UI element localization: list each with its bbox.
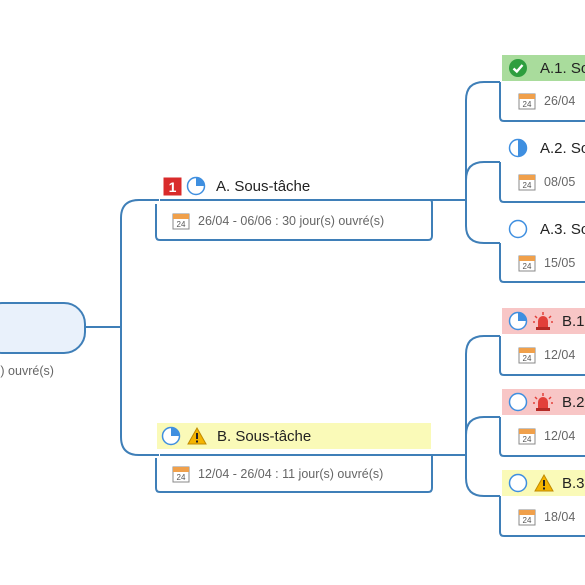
- progress-empty-icon: [508, 219, 528, 239]
- progress-empty-icon: [508, 392, 528, 412]
- task-a2-title-row[interactable]: A.2. So: [508, 135, 585, 161]
- calendar-icon: 24: [518, 254, 536, 272]
- task-a3-dates-row: 24 15/05: [518, 250, 575, 276]
- priority-1-icon: 1: [163, 177, 182, 196]
- calendar-icon: 24: [518, 427, 536, 445]
- calendar-icon: 24: [518, 173, 536, 191]
- task-a3-dates: 15/05: [544, 256, 576, 270]
- task-a1-title-row[interactable]: A.1. So: [502, 55, 585, 81]
- task-a2-title: A.2. So: [540, 139, 585, 157]
- alarm-siren-icon: [532, 311, 554, 331]
- task-a2-dates: 08/05: [544, 175, 576, 189]
- task-b1-title: B.1: [562, 312, 585, 330]
- svg-text:24: 24: [523, 100, 532, 109]
- task-a-title-row[interactable]: 1 A. Sous-tâche: [163, 173, 310, 199]
- task-a3-title-row[interactable]: A.3. So: [508, 216, 585, 242]
- task-a2-dates-row: 24 08/05: [518, 169, 575, 195]
- task-b-title-row[interactable]: B. Sous-tâche: [157, 423, 431, 449]
- svg-text:24: 24: [523, 262, 532, 271]
- task-a3-title: A.3. So: [540, 220, 585, 238]
- task-b1-dates: 12/04: [544, 348, 576, 362]
- progress-half-icon: [508, 138, 528, 158]
- calendar-icon: 24: [518, 92, 536, 110]
- task-a-dates-row: 24 26/04 - 06/06 : 30 jour(s) ouvré(s): [172, 208, 384, 234]
- task-b-title: B. Sous-tâche: [217, 427, 312, 445]
- task-b3-title: B.3: [562, 474, 585, 492]
- svg-text:24: 24: [177, 473, 186, 482]
- root-date-text: (s) ouvré(s): [0, 364, 54, 378]
- svg-text:24: 24: [177, 220, 186, 229]
- root-topic[interactable]: [0, 302, 86, 354]
- task-a1-dates: 26/04: [544, 94, 576, 108]
- progress-quarter-icon: [508, 311, 528, 331]
- progress-quarter-icon: [186, 176, 206, 196]
- warning-icon: [534, 474, 554, 492]
- task-a-title: A. Sous-tâche: [216, 177, 311, 195]
- progress-empty-icon: [508, 473, 528, 493]
- svg-text:24: 24: [523, 354, 532, 363]
- task-b3-dates: 18/04: [544, 510, 576, 524]
- warning-icon: [187, 427, 207, 445]
- calendar-icon: 24: [518, 346, 536, 364]
- calendar-icon: 24: [172, 212, 190, 230]
- svg-text:24: 24: [523, 181, 532, 190]
- task-b2-dates-row: 24 12/04: [518, 423, 575, 449]
- calendar-icon: 24: [518, 508, 536, 526]
- task-b-dates-row: 24 12/04 - 26/04 : 11 jour(s) ouvré(s): [172, 461, 383, 487]
- task-a1-dates-row: 24 26/04: [518, 88, 575, 114]
- calendar-icon: 24: [172, 465, 190, 483]
- check-done-icon: [508, 58, 528, 78]
- task-b3-dates-row: 24 18/04: [518, 504, 575, 530]
- alarm-siren-icon: [532, 392, 554, 412]
- task-b2-dates: 12/04: [544, 429, 576, 443]
- task-b1-dates-row: 24 12/04: [518, 342, 575, 368]
- task-b2-title-row[interactable]: B.2: [502, 389, 585, 415]
- task-a1-title: A.1. So: [540, 59, 585, 77]
- task-b2-title: B.2: [562, 393, 585, 411]
- task-a-dates: 26/04 - 06/06 : 30 jour(s) ouvré(s): [198, 214, 385, 228]
- svg-text:24: 24: [523, 516, 532, 525]
- task-b1-title-row[interactable]: B.1: [502, 308, 585, 334]
- svg-text:1: 1: [169, 179, 177, 195]
- progress-quarter-icon: [161, 426, 181, 446]
- task-b3-title-row[interactable]: B.3: [502, 470, 585, 496]
- task-b-dates: 12/04 - 26/04 : 11 jour(s) ouvré(s): [198, 467, 384, 481]
- svg-text:24: 24: [523, 435, 532, 444]
